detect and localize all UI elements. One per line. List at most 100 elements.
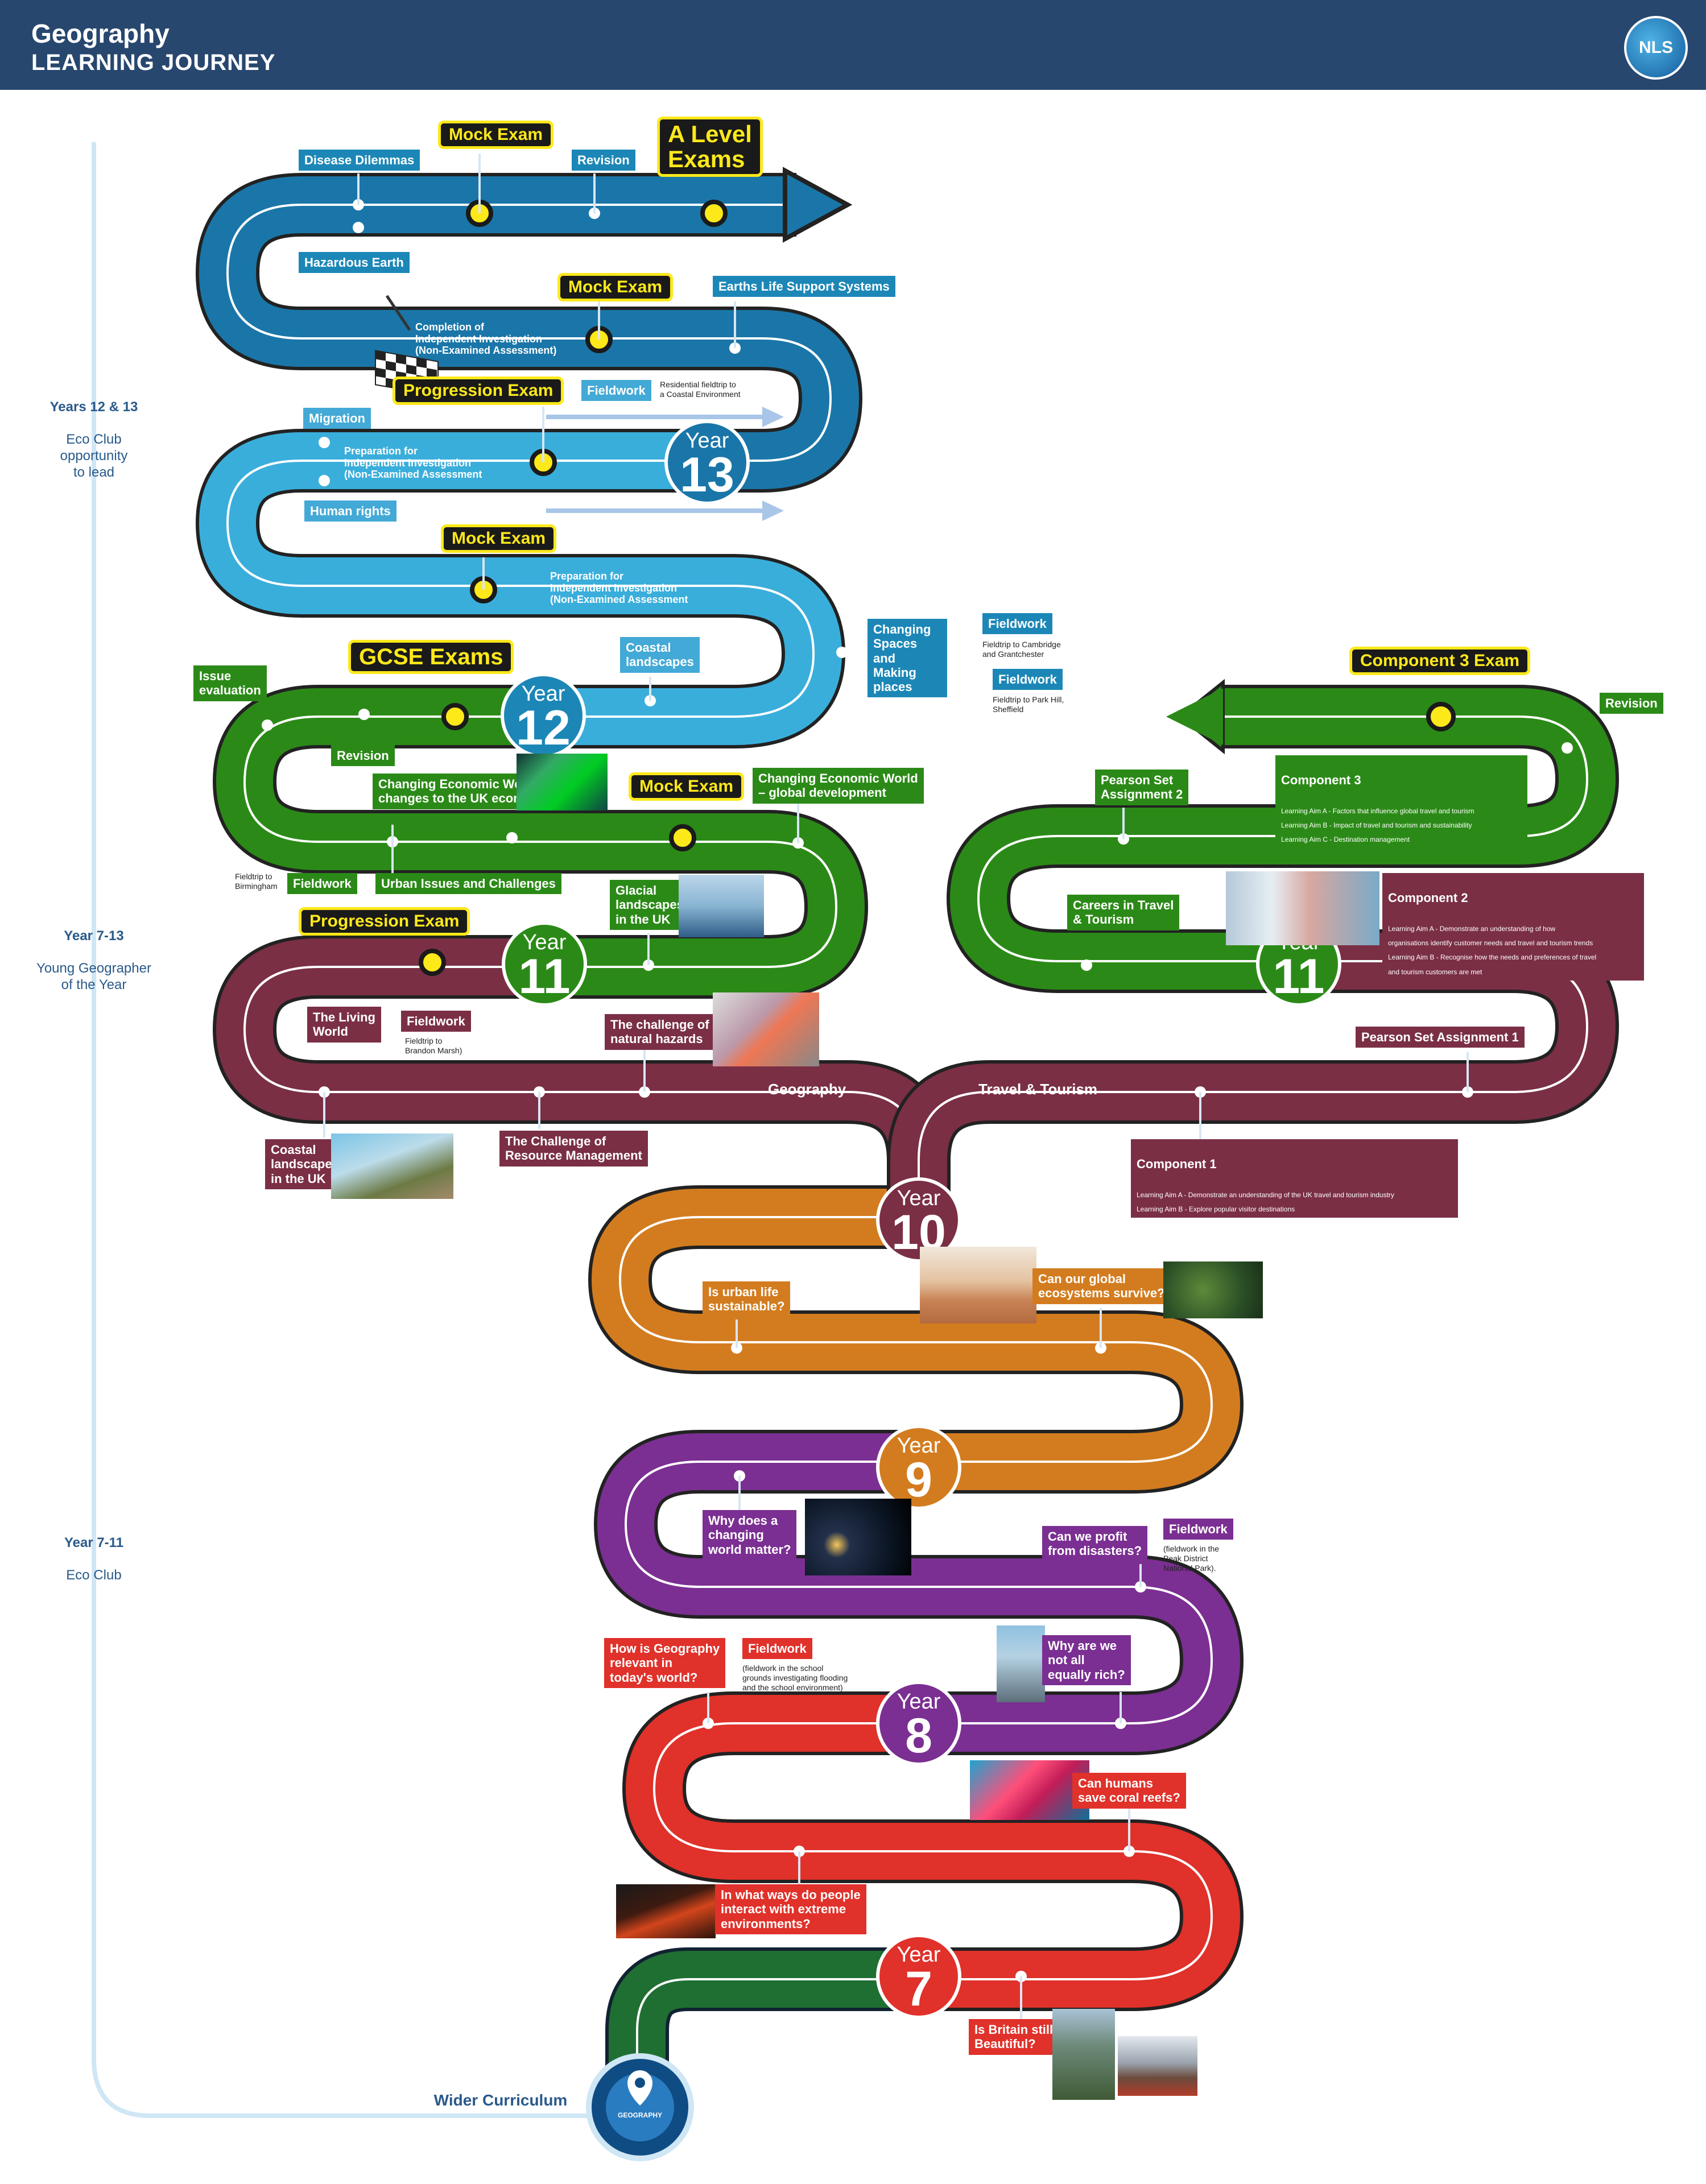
- coastline-photo: [331, 1134, 453, 1199]
- fieldtrip-birmingham-note: Fieldtrip to Birmingham: [235, 872, 278, 891]
- component-2-panel: Component 2 Learning Aim A - Demonstrate…: [1382, 873, 1644, 981]
- milestone-alevel-exams: [700, 200, 728, 227]
- topic-coastal-landscapes: Coastal landscapes: [620, 637, 700, 673]
- page-title: Geography: [31, 19, 170, 48]
- topic-changing-economic-world-global: Changing Economic World – global develop…: [753, 768, 924, 804]
- topic-disease-dilemmas: Disease Dilemmas: [299, 150, 420, 171]
- topic-revision: Revision: [331, 745, 395, 767]
- road-line-lightblue: [226, 460, 815, 718]
- preparation-independent-investigation: Preparation for Independent Investigatio…: [550, 570, 688, 606]
- sidebar-heading: Year 7-13: [64, 928, 124, 944]
- topic-urban-issues: Urban Issues and Challenges: [375, 873, 561, 895]
- topic-changing-spaces: Changing Spaces and Making places: [868, 619, 947, 698]
- city-skyscraper-photo: [997, 1625, 1045, 1702]
- milestone-progression-exam-10: [419, 949, 446, 976]
- page-subtitle: LEARNING JOURNEY: [31, 50, 276, 75]
- fieldwork-tag: Fieldwork: [982, 613, 1052, 635]
- road-label-geography: Geography: [768, 1081, 846, 1098]
- fieldwork-tag: Fieldwork: [287, 873, 357, 895]
- road-line-red: [652, 1722, 1213, 1980]
- road-line-green-geo: [243, 715, 838, 968]
- header: Geography LEARNING JOURNEY: [0, 0, 1706, 90]
- fieldwork-tag: Fieldwork: [993, 669, 1063, 690]
- topic-extreme-environments: In what ways do people interact with ext…: [715, 1884, 866, 1934]
- progression-exam-badge: Progression Exam: [393, 377, 564, 405]
- topic-urban-life-sustainable: Is urban life sustainable?: [703, 1281, 791, 1317]
- component-2-body: Learning Aim A - Demonstrate an understa…: [1388, 924, 1597, 976]
- topic-revision: Revision: [572, 150, 635, 171]
- road-label-travel-tourism: Travel & Tourism: [978, 1081, 1098, 1098]
- topic-careers-travel-tourism: Careers in Travel & Tourism: [1067, 895, 1180, 930]
- route-dot: [319, 437, 330, 448]
- component-1-panel: Component 1 Learning Aim A - Demonstrate…: [1131, 1139, 1458, 1218]
- british-countryside-photo: [1052, 2009, 1115, 2100]
- route-dot: [1562, 742, 1573, 754]
- side-timeline: [92, 142, 592, 2118]
- topic-glacial-landscapes: Glacial landscapes in the UK: [610, 880, 689, 930]
- earth-at-night-photo: [805, 1499, 911, 1575]
- mock-exam-badge: Mock Exam: [629, 772, 745, 801]
- fieldwork-tag: Fieldwork: [1163, 1519, 1233, 1540]
- topic-human-rights: Human rights: [304, 500, 396, 522]
- topic-global-ecosystems: Can our global ecosystems survive?: [1032, 1268, 1171, 1304]
- fieldwork-peak-district-note: (fieldwork in the Peak District National…: [1163, 1544, 1220, 1573]
- fieldwork-tag: Fieldwork: [401, 1011, 471, 1032]
- mock-exam-badge: Mock Exam: [438, 121, 554, 149]
- topic-hazardous-earth: Hazardous Earth: [299, 252, 410, 274]
- component-2-title: Component 2: [1388, 891, 1468, 905]
- route-dot: [836, 647, 848, 658]
- sidebar-text: Young Geographer of the Year: [36, 961, 151, 993]
- milestone-component-3-exam: [1426, 702, 1456, 731]
- topic-migration: Migration: [303, 408, 371, 429]
- topic-the-living-world: The Living World: [307, 1007, 381, 1043]
- sidebar-section-years-7-11: Year 7-11 Eco Club: [23, 1519, 165, 1584]
- topic-natural-hazards: The challenge of natural hazards: [605, 1014, 715, 1050]
- airport-photo: [1226, 871, 1379, 945]
- route-dot: [1081, 959, 1092, 971]
- component-3-title: Component 3: [1281, 773, 1361, 788]
- topic-geography-relevant: How is Geography relevant in today's wor…: [604, 1638, 726, 1688]
- arrowhead-alevel: [783, 167, 853, 243]
- desert-photo: [920, 1247, 1036, 1323]
- arrowhead-human-rights: [762, 500, 784, 521]
- sidebar-section-years-12-13: Years 12 & 13 Eco Club opportunity to le…: [23, 383, 165, 481]
- component-3-panel: Component 3 Learning Aim A - Factors tha…: [1275, 755, 1527, 849]
- school-logo: NLS: [1624, 16, 1688, 80]
- stock-market-photo: [517, 754, 608, 810]
- topic-profit-from-disasters: Can we profit from disasters?: [1042, 1526, 1148, 1562]
- pearson-set-assignment-1: Pearson Set Assignment 1: [1356, 1027, 1525, 1048]
- completion-independent-investigation: Completion of Independent Investigation …: [415, 321, 557, 357]
- component-1-body: Learning Aim A - Demonstrate an understa…: [1137, 1190, 1394, 1214]
- topic-coral-reefs: Can humans save coral reefs?: [1072, 1773, 1186, 1809]
- arrowhead-migration: [762, 407, 784, 427]
- volcano-lava-photo: [616, 1884, 716, 1938]
- mock-exam-badge: Mock Exam: [557, 273, 674, 301]
- preparation-independent-investigation: Preparation for Independent Investigatio…: [344, 445, 482, 481]
- topic-britain-beautiful: Is Britain still Beautiful?: [969, 2019, 1059, 2055]
- road-line-purple: [624, 1461, 1213, 1724]
- route-dot: [319, 475, 330, 486]
- route-dot: [353, 222, 364, 233]
- topic-resource-management: The Challenge of Resource Management: [499, 1131, 648, 1167]
- hazard-rescue-photo: [713, 992, 819, 1066]
- pearson-set-assignment-2: Pearson Set Assignment 2: [1095, 770, 1189, 805]
- gcse-exams-badge: GCSE Exams: [348, 640, 514, 674]
- fieldtrip-brandon-marsh-note: Fieldtrip to Brandon Marsh): [405, 1036, 462, 1055]
- british-city-photo: [1118, 2036, 1197, 2096]
- road-line-start: [636, 1978, 910, 2104]
- fieldwork-tag: Fieldwork: [742, 1638, 812, 1660]
- mock-exam-badge: Mock Exam: [441, 524, 557, 553]
- geography-badge: [586, 2053, 694, 2161]
- a-level-exams-badge: A Level Exams: [657, 117, 763, 177]
- sidebar-text: Eco Club: [66, 1567, 122, 1583]
- topic-earths-life-support-systems: Earths Life Support Systems: [713, 276, 895, 297]
- coral-reef-photo: [970, 1760, 1089, 1820]
- fieldwork-tag: Fieldwork: [581, 380, 651, 402]
- road-line-darkblue: [226, 204, 832, 462]
- fieldtrip-cambridge-note: Fieldtrip to Cambridge and Grantchester: [982, 640, 1061, 659]
